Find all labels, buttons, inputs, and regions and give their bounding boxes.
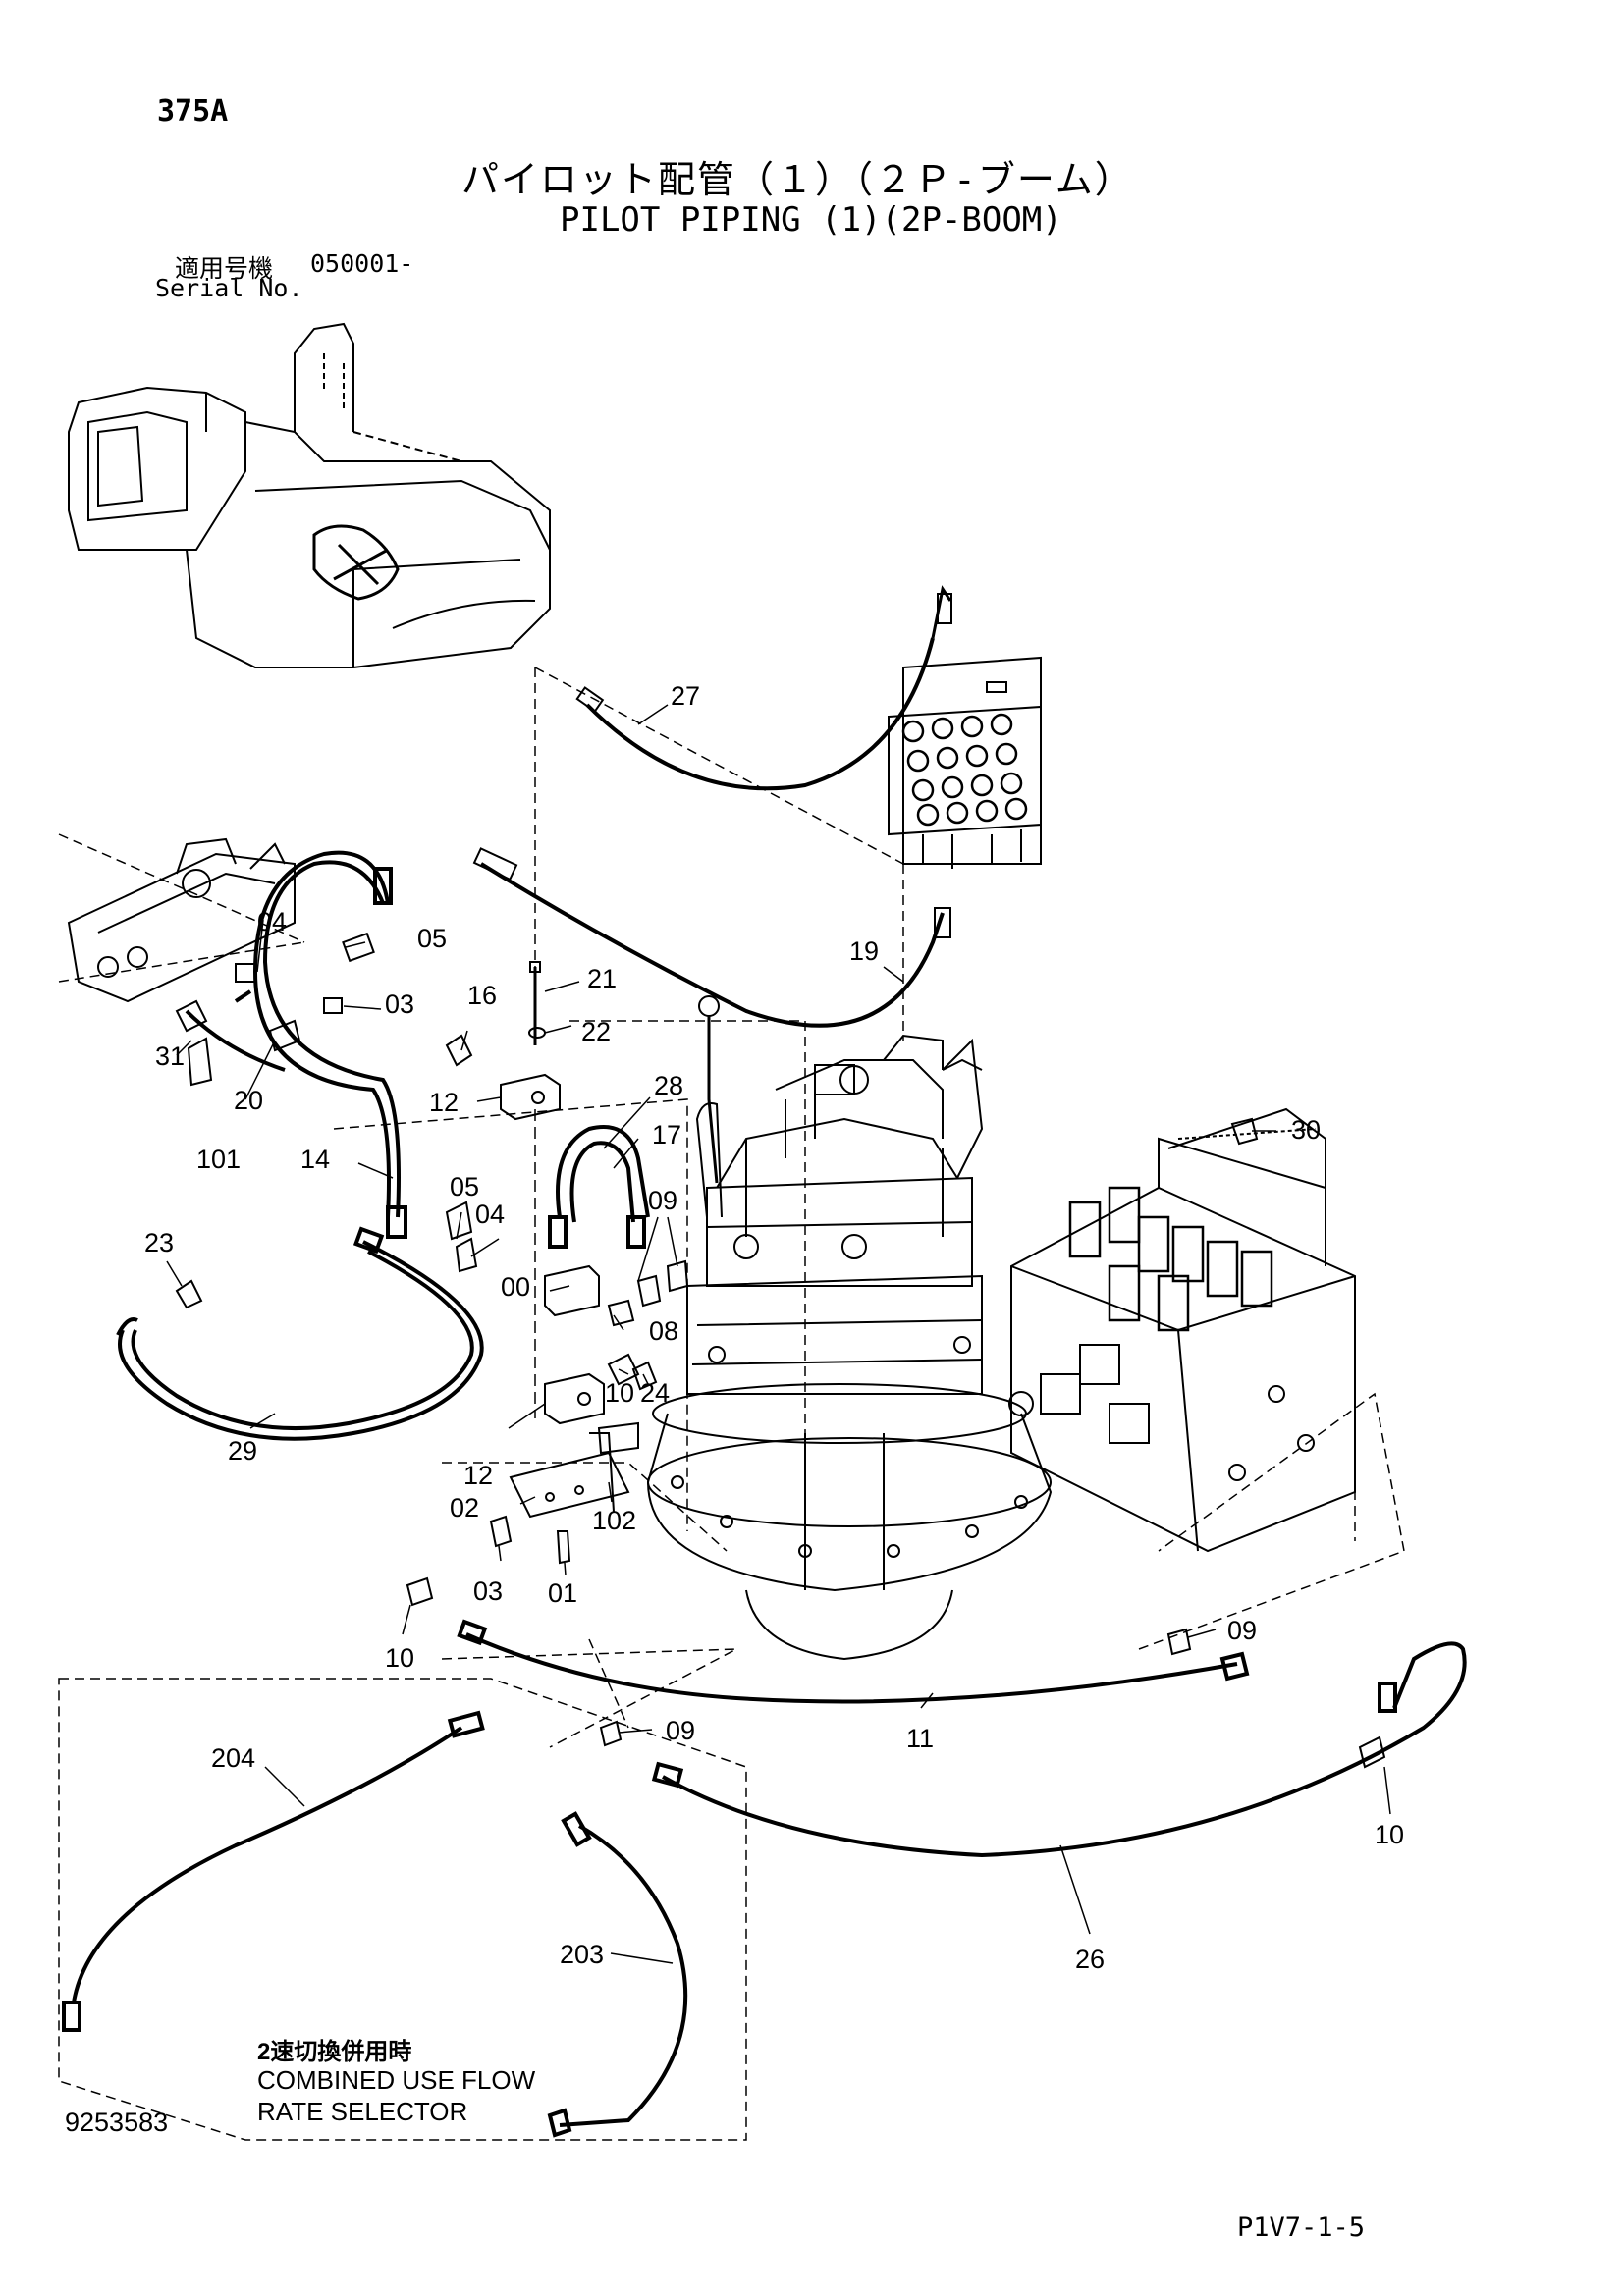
note-japanese: 2速切換併用時 bbox=[257, 2039, 412, 2065]
hose-11 bbox=[457, 1619, 1250, 1704]
callout-27: 27 bbox=[671, 681, 700, 711]
control-valve-upper bbox=[888, 656, 1042, 869]
callout-10: 10 bbox=[385, 1643, 414, 1673]
callout-01: 01 bbox=[548, 1578, 577, 1608]
callout-101: 101 bbox=[196, 1145, 241, 1174]
callout-26: 26 bbox=[1075, 1945, 1105, 1974]
serial-label-english: Serial No. bbox=[155, 274, 303, 302]
serial-number: 050001- bbox=[310, 249, 414, 278]
callout-05: 05 bbox=[417, 924, 447, 953]
drawing-number: 9253583 bbox=[65, 2108, 169, 2137]
callout-09: 09 bbox=[666, 1716, 695, 1745]
callout-31: 31 bbox=[155, 1041, 185, 1071]
callout-04: 04 bbox=[475, 1200, 505, 1229]
callout-08: 08 bbox=[649, 1316, 678, 1346]
callout-24: 24 bbox=[640, 1378, 670, 1408]
page-code: P1V7-1-5 bbox=[1237, 2213, 1366, 2243]
title-english: PILOT PIPING (1)(2P-BOOM) bbox=[560, 200, 1062, 240]
hose-204 bbox=[62, 1710, 485, 2032]
note-english-line2: RATE SELECTOR bbox=[257, 2097, 468, 2126]
callout-14: 14 bbox=[300, 1145, 330, 1174]
callout-09: 09 bbox=[648, 1186, 677, 1215]
callout-19: 19 bbox=[849, 936, 879, 966]
control-valve-right bbox=[1008, 1107, 1356, 1553]
callout-29: 29 bbox=[228, 1436, 257, 1466]
hose-19 bbox=[472, 847, 951, 1028]
reference-lines bbox=[58, 667, 1405, 2141]
callout-05: 05 bbox=[450, 1172, 479, 1201]
callout-28: 28 bbox=[654, 1071, 683, 1100]
callout-203: 203 bbox=[560, 1940, 604, 1969]
excavator-sketch bbox=[68, 322, 551, 668]
callout-16: 16 bbox=[467, 981, 497, 1010]
callout-03: 03 bbox=[473, 1576, 503, 1606]
callout-12: 12 bbox=[463, 1461, 493, 1490]
serial-label-japanese: 適用号機 bbox=[175, 254, 274, 283]
swing-motor bbox=[646, 995, 1053, 1661]
callout-labels: 27 19 04 05 03 31 20 101 14 16 21 22 12 … bbox=[144, 681, 1404, 1974]
page-number: 375A bbox=[157, 94, 229, 129]
callout-12: 12 bbox=[429, 1088, 459, 1117]
callout-22: 22 bbox=[581, 1017, 611, 1046]
leader-lines bbox=[166, 704, 1391, 1964]
title-japanese: パイロット配管（１）（２Ｐ-ブーム） bbox=[461, 158, 1134, 201]
callout-03: 03 bbox=[385, 989, 414, 1019]
callout-10: 10 bbox=[1375, 1820, 1404, 1849]
hose-203 bbox=[547, 1811, 688, 2138]
hose-27 bbox=[575, 585, 952, 791]
hose-29 bbox=[116, 1226, 484, 1441]
hose-14 bbox=[185, 850, 407, 1239]
callout-11: 11 bbox=[906, 1724, 934, 1753]
callout-21: 21 bbox=[587, 964, 617, 993]
callout-00: 00 bbox=[501, 1272, 530, 1302]
note-english-line1: COMBINED USE FLOW bbox=[257, 2065, 536, 2095]
callout-10: 10 bbox=[605, 1378, 634, 1408]
callout-17: 17 bbox=[652, 1120, 681, 1149]
callout-20: 20 bbox=[234, 1086, 263, 1115]
callout-30: 30 bbox=[1291, 1115, 1321, 1145]
callout-102: 102 bbox=[592, 1506, 636, 1535]
callout-23: 23 bbox=[144, 1228, 174, 1257]
pilot-valve-left bbox=[67, 837, 296, 1003]
fittings-center bbox=[175, 1117, 1259, 1391]
callout-204: 204 bbox=[211, 1743, 255, 1773]
callout-09: 09 bbox=[1227, 1616, 1257, 1645]
block-assembly bbox=[445, 961, 639, 1565]
callout-02: 02 bbox=[450, 1493, 479, 1522]
callout-04: 04 bbox=[257, 907, 287, 936]
hose-26 bbox=[651, 1641, 1467, 1858]
